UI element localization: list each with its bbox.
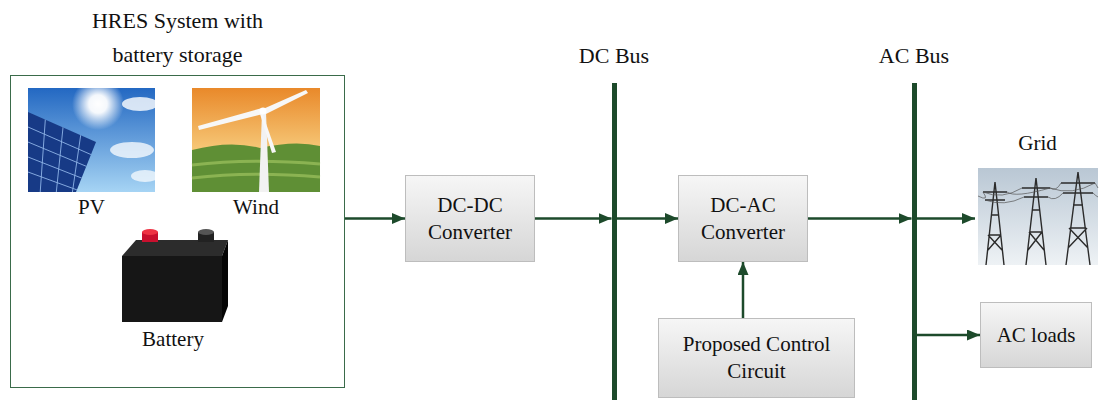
system-group: HRES System with battery storagePV WindBa… <box>10 0 345 388</box>
process-box: DC-AC Converter <box>678 175 808 262</box>
flow-arrow <box>917 217 976 220</box>
flow-arrow <box>917 334 981 337</box>
bus-label: DC Bus <box>549 42 679 70</box>
source-picture: Grid <box>975 128 1100 266</box>
group-title: HRES System with battery storage <box>70 4 285 72</box>
picture-label: Wind <box>192 194 320 220</box>
flow-arrow <box>617 217 679 220</box>
flow-arrow <box>742 262 745 318</box>
flow-arrow <box>345 217 405 220</box>
pv-picture <box>28 78 159 195</box>
wind-picture <box>192 88 320 192</box>
process-box: DC-DC Converter <box>405 175 535 262</box>
process-box: Proposed Control Circuit <box>658 318 855 398</box>
bus-line <box>912 83 917 400</box>
picture-label: Grid <box>975 130 1100 156</box>
source-picture: Wind <box>192 88 320 224</box>
picture-label: Battery <box>112 326 234 352</box>
bus-label: AC Bus <box>849 42 979 70</box>
picture-label: PV <box>28 194 155 220</box>
flow-arrow <box>535 217 612 220</box>
box-label: DC-AC Converter <box>691 192 795 246</box>
bus-bar: AC Bus <box>869 40 959 400</box>
source-picture: Battery <box>112 226 234 356</box>
grid-picture <box>978 168 1098 265</box>
box-label: AC loads <box>997 322 1076 349</box>
bus-line <box>612 83 617 400</box>
source-picture: PV <box>28 88 155 224</box>
bus-bar: DC Bus <box>569 40 659 400</box>
box-label: DC-DC Converter <box>418 192 522 246</box>
battery-picture <box>122 229 228 322</box>
box-label: Proposed Control Circuit <box>671 331 842 385</box>
flow-arrow <box>808 217 912 220</box>
process-box: AC loads <box>980 302 1092 368</box>
